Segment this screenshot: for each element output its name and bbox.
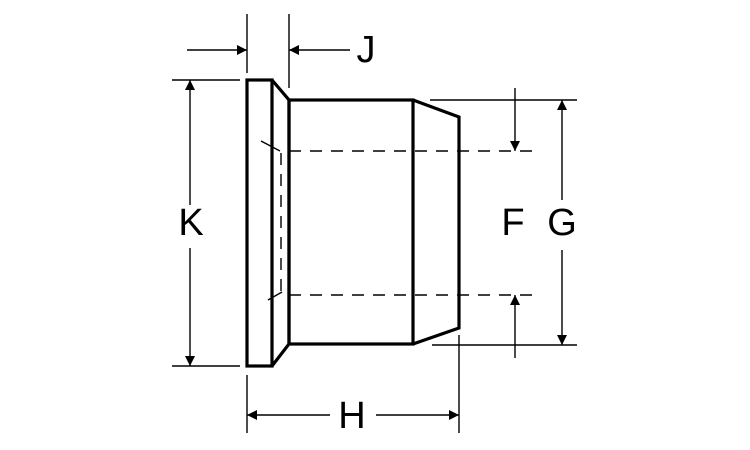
dimension-J: J — [187, 14, 376, 88]
label-k: K — [178, 202, 203, 244]
label-j: J — [357, 29, 376, 71]
dimension-F: F — [501, 88, 525, 358]
dimension-K: K — [172, 79, 240, 367]
bore-chamfer-mark-top — [260, 140, 281, 152]
label-g: G — [547, 202, 577, 244]
hidden-bore-lines — [260, 140, 540, 301]
dimension-G: G — [430, 99, 577, 346]
dimension-H: H — [246, 335, 460, 437]
bore-chamfer-mark-bottom — [267, 291, 283, 301]
tapered-end — [412, 98, 461, 346]
part-outline — [245, 78, 461, 368]
label-h: H — [338, 395, 365, 437]
label-f: F — [501, 202, 524, 244]
flange — [245, 78, 274, 368]
body — [287, 98, 415, 346]
